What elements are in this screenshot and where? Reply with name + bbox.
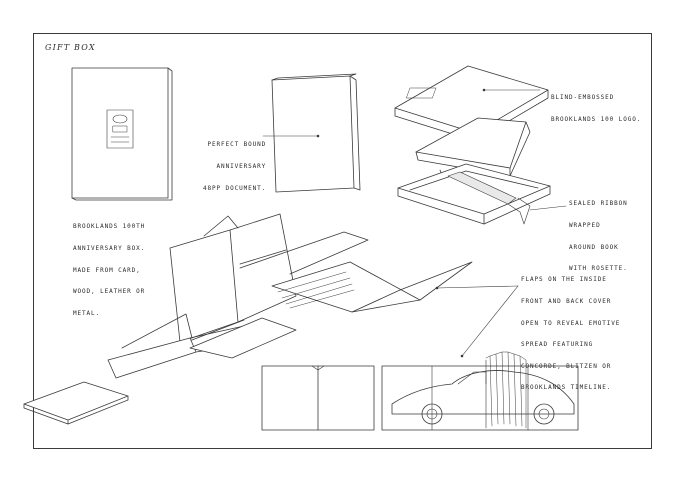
note-line: ANNIVERSARY bbox=[216, 163, 267, 171]
fold-out-illustration bbox=[23, 213, 519, 425]
note-line: FLAPS ON THE INSIDE bbox=[521, 276, 607, 284]
page-title: GIFT BOX bbox=[45, 43, 96, 52]
note-line: OPEN TO REVEAL EMOTIVE bbox=[521, 319, 621, 327]
note-line: METAL. bbox=[73, 309, 101, 317]
note-line: AROUND BOOK bbox=[569, 243, 619, 251]
document-illustration bbox=[262, 73, 361, 193]
sheet-frame bbox=[33, 33, 652, 449]
car-spread-illustration bbox=[381, 285, 579, 431]
note-flaps: FLAPS ON THE INSIDE FRONT AND BACK COVER… bbox=[521, 262, 620, 399]
note-line: ANNIVERSARY BOX. bbox=[73, 245, 146, 253]
note-line: BROOKLANDS 100TH bbox=[73, 223, 146, 231]
note-line: BROOKLANDS TIMELINE. bbox=[521, 384, 612, 392]
exploded-box-illustration bbox=[394, 65, 567, 225]
note-ribbon: SEALED RIBBON WRAPPED AROUND BOOK WITH R… bbox=[569, 186, 628, 280]
gift-box-illustration bbox=[71, 67, 173, 201]
note-logo: BLIND-EMBOSSED BROOKLANDS 100 LOGO. bbox=[551, 80, 641, 130]
note-line: SPREAD FEATURING bbox=[521, 341, 594, 349]
note-line: PERFECT BOUND bbox=[207, 141, 267, 149]
note-line: BROOKLANDS 100 LOGO. bbox=[551, 116, 642, 124]
closed-spread-illustration bbox=[261, 365, 375, 431]
note-line: 48PP DOCUMENT. bbox=[203, 184, 267, 192]
note-line: WRAPPED bbox=[569, 222, 601, 230]
note-line: SEALED RIBBON bbox=[569, 200, 628, 208]
note-document: PERFECT BOUND ANNIVERSARY 48PP DOCUMENT. bbox=[203, 127, 266, 199]
note-box: BROOKLANDS 100TH ANNIVERSARY BOX. MADE F… bbox=[73, 209, 145, 324]
note-line: BLIND-EMBOSSED bbox=[551, 94, 615, 102]
note-line: CONCORDE, BLITZEN OR bbox=[521, 362, 612, 370]
note-line: FRONT AND BACK COVER bbox=[521, 298, 612, 306]
note-line: WITH ROSETTE. bbox=[569, 265, 628, 273]
note-line: MADE FROM CARD, bbox=[73, 266, 141, 274]
note-line: WOOD, LEATHER OR bbox=[73, 288, 146, 296]
